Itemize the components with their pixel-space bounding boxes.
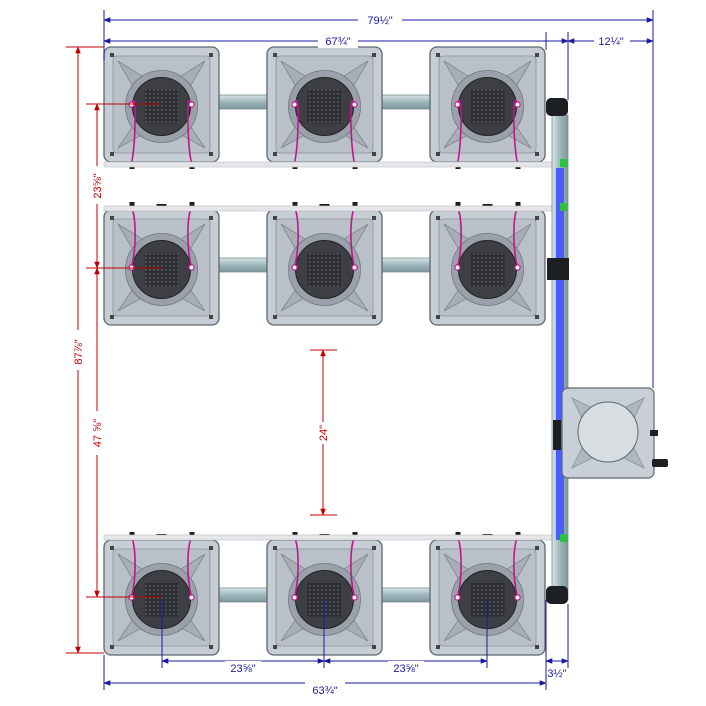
module-pipes	[216, 94, 433, 603]
dim-overall-depth: 87⅞"	[73, 339, 85, 364]
connector-pipe	[379, 257, 433, 273]
return-manifold	[546, 98, 569, 604]
grow-module-1	[103, 46, 220, 169]
dim-row-spacing: 23⅝"	[92, 173, 104, 198]
reservoir	[561, 387, 668, 479]
dim-reservoir-offset: 12¼"	[598, 36, 623, 48]
dim-front-to-back-row: 47 ⅝"	[92, 419, 104, 447]
feed-rail-top-2	[103, 205, 565, 212]
dimensions: 79½" 67¾" 12¼" 23⅝" 23⅝" 3½" 63¾"	[66, 10, 654, 697]
dim-bottom-span: 63¾"	[312, 685, 337, 697]
grow-module-6	[429, 202, 546, 326]
grow-module-2	[266, 46, 383, 169]
feed-rail-top-1	[103, 161, 565, 168]
connector-pipe	[216, 587, 270, 603]
dim-manifold-offset: 3½"	[547, 668, 566, 680]
grow-module-9	[429, 532, 546, 656]
dim-overall-width: 79½"	[367, 15, 392, 27]
connector-pipe	[379, 587, 433, 603]
connector-pipe	[216, 257, 270, 273]
grow-module-5	[266, 202, 383, 326]
grow-modules	[103, 46, 546, 656]
grow-module-8	[266, 532, 383, 656]
connector-pipe	[216, 94, 270, 110]
connector-pipe	[379, 94, 433, 110]
dim-column-spacing-b: 23⅝"	[393, 663, 418, 675]
manifold-blue-line	[556, 168, 564, 540]
dim-column-spacing-a: 23⅝"	[230, 663, 255, 675]
grow-module-3	[429, 46, 546, 169]
dim-aisle-gap: 24"	[318, 425, 330, 441]
feed-rail-bottom	[103, 534, 565, 541]
grow-module-4	[103, 202, 220, 326]
dim-module-span: 67¾"	[325, 36, 350, 48]
